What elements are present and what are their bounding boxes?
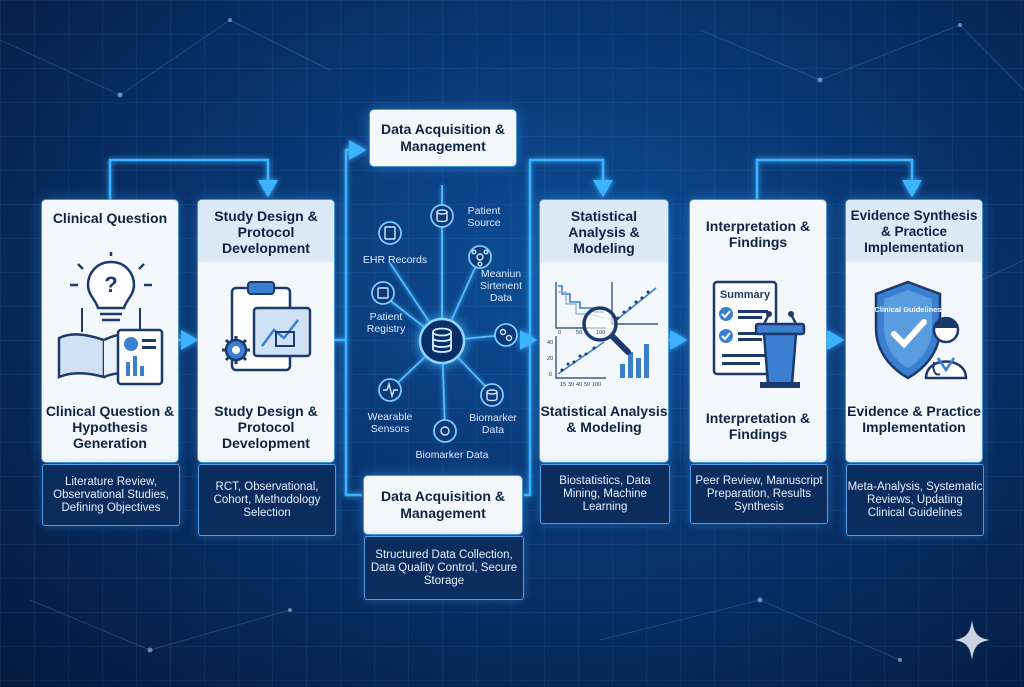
- source-label-biomarker-bottom: Biomarker Data: [415, 449, 489, 461]
- svg-text:?: ?: [104, 272, 117, 297]
- stage-title: Evidence Synthesis & Practice Implementa…: [846, 200, 982, 262]
- summary-podium-icon: Summary: [712, 280, 806, 388]
- source-label-biomarker-right: Biomarker Data: [469, 412, 517, 436]
- arrow-da-3: [524, 158, 613, 497]
- x-tick-label: 100: [592, 382, 601, 388]
- x-tick-label: 50: [576, 330, 582, 336]
- sparkle-icon: [954, 620, 990, 660]
- stage-subtitle: Statistical Analysis & Modeling: [540, 403, 668, 435]
- x-tick-label: 30: [568, 382, 574, 388]
- stage-card-clinical-question: Clinical Question ? Clinical Question & …: [42, 200, 178, 462]
- lightbulb-book-icon: ?: [57, 252, 164, 386]
- data-acquisition-details: Structured Data Collection, Data Quality…: [364, 536, 524, 600]
- patient-source-node: [430, 204, 454, 228]
- source-label-ehr-records: EHR Records: [362, 254, 428, 266]
- x-tick-label: 100: [596, 330, 605, 336]
- stage-card-study-design: Study Design & Protocol Development Stud…: [198, 200, 334, 462]
- stage-title: Interpretation & Findings: [705, 218, 811, 250]
- network-node: [494, 323, 518, 347]
- stage-title: Study Design & Protocol Development: [198, 200, 334, 262]
- y-tick-label: 20: [547, 356, 553, 362]
- biomarker-node-right: [480, 383, 504, 407]
- data-hub-diagram: [371, 185, 518, 443]
- data-acquisition-bottom-card: Data Acquisition & Management: [364, 476, 522, 534]
- clipboard-gear-icon: [222, 281, 312, 372]
- statistics-chart-icon: 15 30 40 50 100 0 50 100 40 20 0: [547, 282, 658, 388]
- registry-node: [371, 281, 395, 305]
- stage-title: Clinical Question: [52, 210, 168, 226]
- stage-subtitle: Evidence & Practice Implementation: [847, 403, 981, 435]
- arrow-2-da-top: [334, 140, 367, 342]
- stage-title: Statistical Analysis & Modeling: [540, 200, 668, 262]
- stage-subtitle: Study Design & Protocol Development: [214, 403, 318, 451]
- y-tick-label: 40: [547, 340, 553, 346]
- source-label-patient-registry: Patient Registry: [366, 311, 406, 335]
- stage-subtitle: Clinical Question & Hypothesis Generatio…: [45, 403, 175, 451]
- source-label-meanium: Meaniun Sirtenent Data: [479, 268, 523, 304]
- source-label-wearable-sensors: Wearable Sensors: [367, 411, 413, 435]
- source-label-patient-source: Patient Source: [467, 205, 501, 229]
- arrow-4-5-top: [755, 158, 922, 200]
- stage-card-interpretation: Interpretation & Findings Summary Interp…: [690, 200, 826, 462]
- stage-card-evidence-synthesis: Evidence Synthesis & Practice Implementa…: [846, 200, 982, 462]
- biomarker-node-bottom: [433, 419, 457, 443]
- stage-subtitle: Interpretation & Findings: [705, 410, 811, 442]
- arrow-1-2: [108, 158, 278, 200]
- stage-details: Meta-Analysis, Systematic Reviews, Updat…: [846, 464, 984, 536]
- arrow-2-da-bottom: [344, 340, 362, 497]
- meanium-node: [468, 245, 492, 269]
- stage-details: Peer Review, Manuscript Preparation, Res…: [690, 464, 828, 524]
- stage-details: RCT, Observational, Cohort, Methodology …: [198, 464, 336, 536]
- summary-label: Summary: [720, 289, 771, 301]
- stage-details: Biostatistics, Data Mining, Machine Lear…: [540, 464, 670, 524]
- shield-label: Clinical Guidelines: [874, 305, 941, 314]
- x-tick-label: 15: [560, 382, 566, 388]
- shield-doctor-icon: Clinical Guidelines: [874, 280, 968, 380]
- stage-details: Literature Review, Observational Studies…: [42, 464, 180, 526]
- stage-card-statistical-analysis: Statistical Analysis & Modeling 15 30 40…: [540, 200, 668, 462]
- x-tick-label: 40: [576, 382, 582, 388]
- ehr-node: [378, 221, 402, 245]
- data-acquisition-top-card: Data Acquisition & Management: [370, 110, 516, 166]
- x-tick-label: 0: [558, 330, 561, 336]
- y-tick-label: 0: [549, 372, 552, 378]
- x-tick-label: 50: [584, 382, 590, 388]
